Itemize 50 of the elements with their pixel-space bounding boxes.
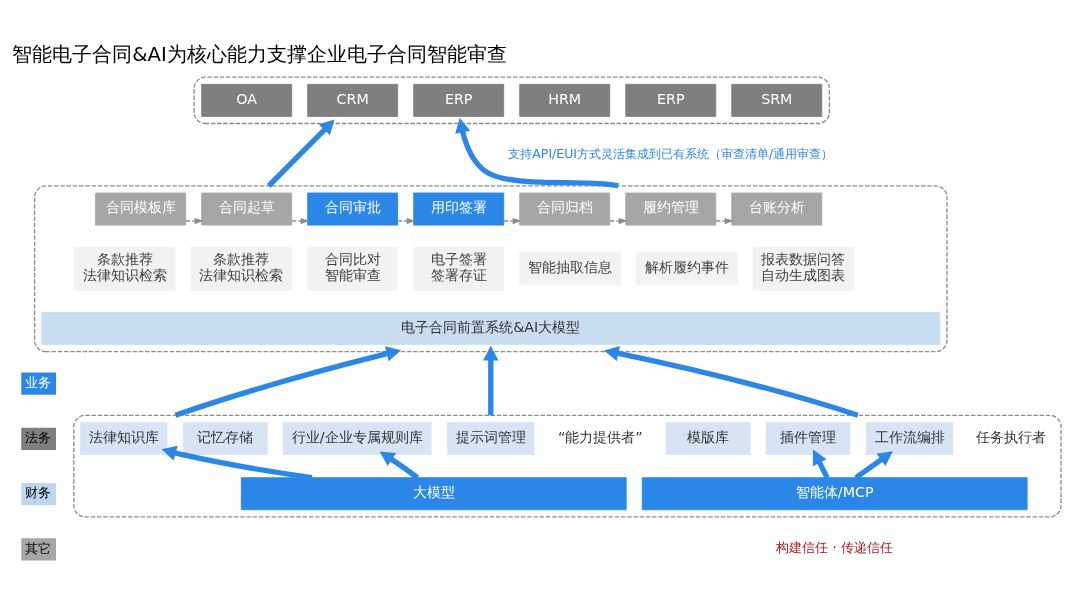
node-box: 工作流编排	[865, 421, 954, 455]
arrow	[854, 450, 893, 480]
node-box: 行业/企业专属规则库	[282, 421, 432, 455]
label: “能力提供者”	[557, 428, 643, 445]
node-box: 合同起草	[201, 192, 293, 226]
arrow	[812, 449, 830, 479]
label: 构建信任 · 传递信任	[776, 539, 894, 555]
node-box: ERP	[413, 83, 505, 117]
node-box: 大模型	[240, 476, 627, 510]
arrow	[185, 217, 204, 224]
label: 支持API/EUI方式灵活集成到已有系统（审查清单/通用审查）	[508, 145, 834, 161]
node-box: 模版库	[665, 421, 751, 455]
diagram-title: 智能电子合同&AI为核心能力支撑企业电子合同智能审查	[12, 42, 507, 66]
arrow	[603, 345, 859, 418]
legend-label: 财务	[24, 484, 51, 500]
label: 任务执行者	[976, 428, 1047, 445]
node-box: ERP	[625, 83, 717, 117]
node-box: HRM	[519, 83, 611, 117]
arrow	[379, 450, 420, 480]
node-box: 插件管理	[765, 421, 851, 455]
node-box: 用印签署	[413, 192, 505, 226]
arrow	[266, 118, 335, 188]
node-box: 电子合同前置系统&AI大模型	[41, 311, 941, 345]
arrow	[161, 445, 313, 480]
legend-label: 其它	[24, 540, 51, 556]
node-box: 合同审批	[307, 192, 399, 226]
cluster	[73, 414, 1062, 518]
node-box: 法律知识库	[80, 421, 168, 455]
cluster	[193, 76, 830, 124]
node-box: OA	[201, 83, 293, 117]
node-box: 合同归档	[519, 192, 611, 226]
node-box: 提示词管理	[447, 421, 535, 455]
arrow	[715, 217, 734, 224]
arrow	[483, 345, 499, 415]
arrow	[397, 217, 416, 224]
legend-label: 业务	[24, 374, 51, 390]
node-box: 记忆存储	[182, 421, 268, 455]
arrow	[291, 217, 310, 224]
arrow	[609, 217, 628, 224]
node-box: 合同模板库	[95, 192, 187, 226]
arrow	[174, 345, 401, 418]
arrow	[503, 217, 522, 224]
cluster	[33, 184, 948, 352]
node-box: 履约管理	[625, 192, 717, 226]
node-box: SRM	[731, 83, 823, 117]
node-box: 智能体/MCP	[641, 476, 1028, 510]
node-box: CRM	[307, 83, 399, 117]
arrow	[455, 117, 619, 189]
node-box: 台账分析	[731, 192, 823, 226]
legend-label: 法务	[24, 429, 51, 445]
